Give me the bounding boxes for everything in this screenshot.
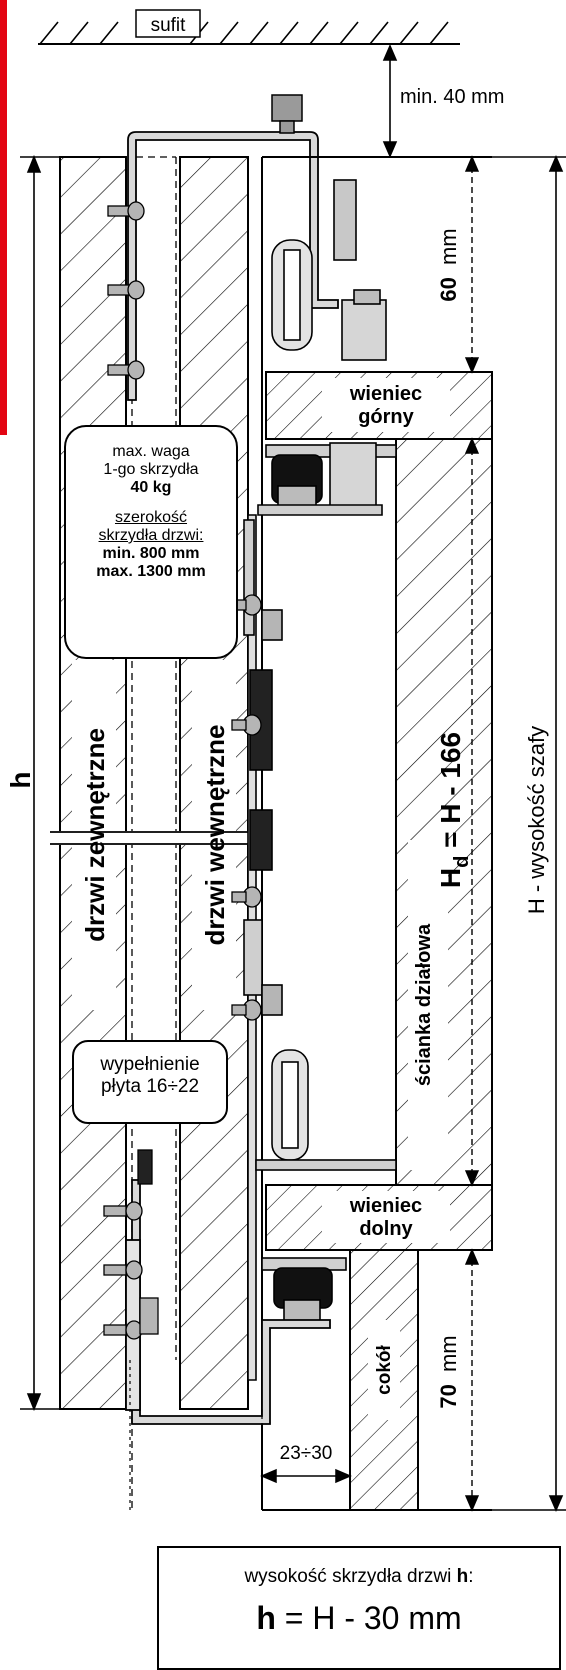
screws-outer-bottom — [103, 1149, 159, 1340]
bottom-dim-label: 70 mm — [436, 1335, 461, 1408]
weight-note-line5: skrzydła drzwi: — [98, 527, 204, 544]
plinth-label: cokół — [374, 1344, 395, 1394]
bottom-rail-label-bg — [322, 1191, 450, 1243]
weight-note-line2: 1-go skrzydła — [103, 461, 199, 478]
weight-note-line4: szerokość — [114, 509, 188, 526]
screws-outer-top — [107, 201, 145, 380]
fill-note: wypełnienie płyta 16÷22 — [72, 1040, 228, 1124]
top-dim-label: 60 mm — [436, 228, 461, 301]
formula-rest: = H - 30 mm — [275, 1600, 462, 1636]
top-rail-label-line1: wieniec — [349, 383, 422, 405]
formula-caption: wysokość skrzydła drzwi h: — [159, 1566, 559, 1588]
hd-sub: d — [451, 856, 473, 868]
mid-lower-roller — [255, 1049, 397, 1171]
bottom-roller — [261, 1257, 347, 1325]
formula-caption-plain: wysokość skrzydła drzwi — [244, 1566, 457, 1587]
door-height-label: h — [5, 771, 36, 788]
weight-note-line7: max. 1300 mm — [96, 563, 206, 580]
plinth-label-bg — [368, 1320, 400, 1420]
hd-dimension — [464, 437, 480, 1187]
top-dim-value: 60 — [436, 277, 461, 301]
formula-caption-end: : — [468, 1566, 474, 1587]
gap-dimension — [260, 1424, 352, 1510]
top-rail-label-bg — [322, 378, 450, 432]
break-marker — [50, 831, 255, 845]
top-rail-label-line2: górny — [358, 406, 414, 428]
weight-note-line3: 40 kg — [130, 479, 172, 496]
clearance-label: min. 40 mm — [400, 86, 504, 108]
top-guide-roller — [257, 442, 397, 516]
clearance-dimension — [382, 43, 398, 159]
fill-note-line1: wypełnienie — [100, 1054, 200, 1075]
top-roller — [271, 179, 387, 361]
hd-main: H — [435, 868, 466, 888]
hd-rest: = H - 166 — [435, 732, 466, 856]
partition-label-bg — [408, 840, 448, 1170]
bottom-rail-label-line1: wieniec — [349, 1195, 422, 1217]
dotted-guides — [129, 1360, 263, 1510]
weight-note-line6: min. 800 mm — [102, 545, 200, 562]
top-bolt — [271, 94, 303, 134]
gap-label: 23÷30 — [280, 1443, 333, 1464]
bottom-dim-value: 70 — [436, 1384, 461, 1408]
bottom-rail-label-line2: dolny — [359, 1218, 413, 1240]
wardrobe-height-dimension — [492, 154, 566, 1513]
formula-expression: h = H - 30 mm — [159, 1600, 559, 1637]
weight-note: max. waga 1-go skrzydła 40 kg szerokość … — [64, 425, 238, 659]
fill-note-line2: płyta 16÷22 — [100, 1076, 200, 1097]
ceiling — [38, 9, 460, 45]
top-dimension — [464, 155, 480, 374]
outer-door-panel — [59, 156, 127, 1410]
weight-note-line1: max. waga — [112, 443, 190, 460]
door-height-dimension — [20, 154, 60, 1412]
formula-var: h — [256, 1600, 276, 1636]
bottom-dimension — [464, 1248, 480, 1512]
outer-door-label: drzwi zewnętrzne — [80, 728, 110, 942]
partition-label: ścianka działowa — [413, 923, 435, 1086]
hd-label: Hd = H - 166 — [435, 732, 473, 888]
bottom-dim-unit: mm — [436, 1335, 461, 1372]
screws-inner — [231, 594, 262, 1021]
ceiling-label: sufit — [151, 15, 187, 36]
top-dim-unit: mm — [436, 228, 461, 265]
inner-door-label: drzwi wewnętrzne — [200, 724, 230, 945]
formula-caption-bold: h — [456, 1566, 469, 1587]
wardrobe-height-label: H - wysokość szafy — [524, 726, 549, 914]
ceiling-label-box — [135, 9, 201, 38]
accent-bar — [0, 0, 7, 435]
formula-box: wysokość skrzydła drzwi h: h = H - 30 mm — [157, 1546, 561, 1670]
top-hanger-bracket — [127, 131, 339, 401]
